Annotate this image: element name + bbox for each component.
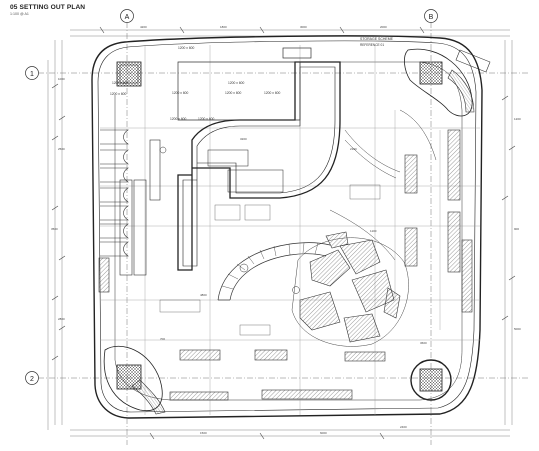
dimension-text: 1500 [200,431,207,435]
bench-seats-left [98,129,129,293]
dimension-text: 5000 [514,327,521,331]
dimension-text: 2100 [350,147,357,151]
dimension-text: 3600 [420,341,427,345]
planters-left-column [119,139,161,276]
dimension-text: 2500 [58,147,65,151]
planter-label: 1200 x 600 [264,91,280,95]
curved-seating-center [217,242,331,301]
dimension-numbers: 1000 2500 3500 2800 4200 1800 3000 2000 … [51,25,521,435]
inner-grid-marks [159,184,381,336]
stone-feature [299,231,401,343]
site-boundary [91,35,483,419]
planter-label: 1200 x 600 [225,91,241,95]
curved-bench-sw [131,379,166,415]
upper-block [177,47,312,121]
grid-bubble-1: 1 [25,66,39,80]
planter-label: 1200 x 600 [178,46,194,50]
dimension-text: 2000 [380,25,387,29]
stone-feature-outline [291,237,409,347]
dimension-text: 4200 [140,25,147,29]
dimension-text: 2400 [400,425,407,429]
planter-labels: 1200 x 600 1200 x 600 1200 x 600 1200 x … [110,37,394,121]
planter-label: 1200 x 600 [198,117,214,121]
tree-pit-nw [116,61,142,87]
dimension-text: 6000 [320,431,327,435]
planter-label: 1200 x 600 [228,81,244,85]
planter-label: 1200 x 600 [172,91,188,95]
planters-right [404,129,473,313]
grid-label-1: 1 [30,71,34,78]
dimension-text: 700 [160,337,165,341]
planter-label: 1200 x 600 [112,81,128,85]
grid-label-a: A [125,14,130,21]
drawing-scale: 1:100 @ A1 [10,12,29,16]
planter-label: 1200 x 600 [170,117,186,121]
dimension-text: 3500 [51,227,58,231]
dimension-chains [47,26,516,440]
area-label: REFERENCE 01 [360,43,384,47]
grid-bubble-b: B [424,9,438,23]
planter-label: 1200 x 600 [110,92,126,96]
grid-bubble-a: A [120,9,134,23]
tree-pit-sw [103,345,163,412]
dimension-text: 1100 [370,229,377,233]
dimension-text: 3000 [300,25,307,29]
central-structure [177,61,341,271]
dimension-text: 2800 [58,317,65,321]
dimension-text: 4800 [200,293,207,297]
small-circles [159,146,300,294]
drawing-title: 05 SETTING OUT PLAN [10,4,86,11]
dimension-text: 1200 [514,117,521,121]
area-label: STORAGE SCHEME [360,37,394,41]
setting-out-lines [100,45,480,415]
tree-pit-se [410,359,452,401]
dimension-text: 3200 [240,137,247,141]
dimension-text: 900 [514,227,519,231]
grid-label-2: 2 [30,376,34,383]
planters-bottom [169,349,386,401]
dimension-text: 1800 [220,25,227,29]
grid-bubble-2: 2 [25,371,39,385]
dimension-text: 1000 [58,77,65,81]
tree-pit-ne [404,48,473,117]
grid-label-b: B [429,14,434,21]
curved-bench-ne [447,49,491,113]
